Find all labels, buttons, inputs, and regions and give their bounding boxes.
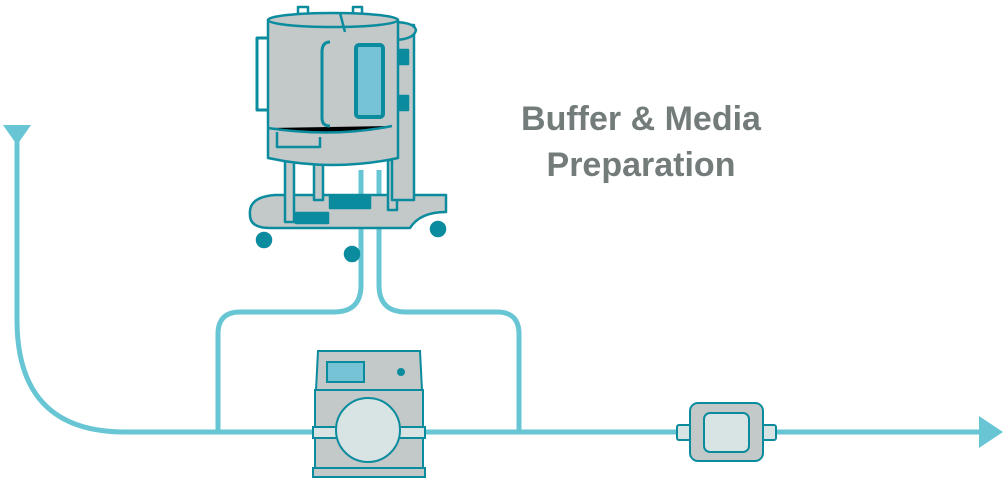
pump-icon	[312, 350, 426, 478]
mixing-tank-icon	[248, 5, 448, 263]
filter-icon	[676, 402, 777, 462]
inlet-triangle-icon	[3, 125, 31, 145]
section-title: Buffer & Media Preparation	[470, 96, 812, 188]
branch-pipe-left	[215, 170, 364, 432]
title-line-2: Preparation	[546, 146, 736, 184]
title-line-1: Buffer & Media	[521, 100, 761, 138]
outlet-arrow-icon	[979, 416, 1003, 448]
branch-pipe-right	[376, 170, 522, 432]
inlet-pipe	[14, 140, 985, 435]
